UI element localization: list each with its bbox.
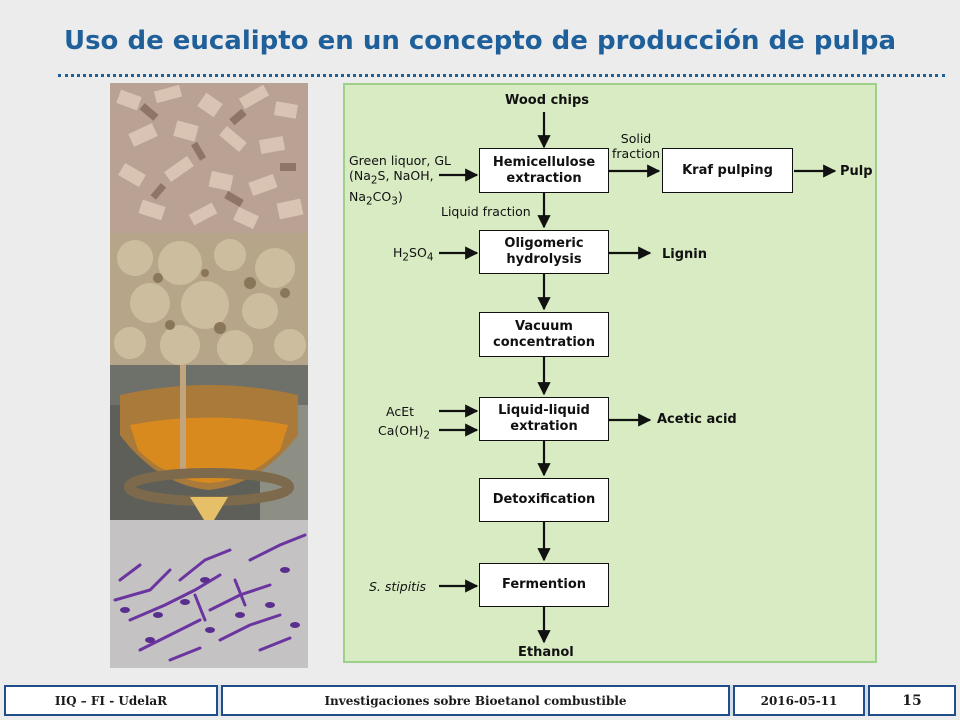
label-caoh2: Ca(OH)2 xyxy=(378,423,430,444)
hydrolysate-flask-photo xyxy=(110,365,308,520)
label-part: (Na xyxy=(349,168,371,183)
label-wood-chips: Wood chips xyxy=(505,93,590,108)
footer-org: IIQ – FI - UdelaR xyxy=(4,685,218,716)
box-line: extration xyxy=(510,419,578,434)
label-part: CO xyxy=(372,188,392,204)
box-line: Kraf pulping xyxy=(682,162,773,178)
label-solid-fraction: Solid fraction xyxy=(612,131,660,161)
slide-title: Uso de eucalipto en un concepto de produ… xyxy=(63,26,897,56)
label-h2so4: H2SO4 xyxy=(393,245,433,266)
label-part: Na xyxy=(349,188,367,204)
box-line: Hemicellulose xyxy=(492,154,596,170)
label-part: H xyxy=(393,245,403,260)
box-kraf-pulping: Kraf pulping xyxy=(662,148,793,193)
label-s-stipitis: S. stipitis xyxy=(369,579,427,594)
label-subscript: 4 xyxy=(426,251,434,264)
label-lignin: Lignin xyxy=(662,247,708,262)
label-line: fraction xyxy=(612,146,661,161)
label-subscript: 2 xyxy=(402,251,410,264)
box-line: Oligomeric xyxy=(504,236,584,251)
label-green-liquor: Green liquor, GL (Na2S, NaOH, Na2CO3) xyxy=(349,153,451,209)
label-pulp: Pulp xyxy=(840,164,873,179)
label-subscript: 2 xyxy=(370,174,378,187)
label-ethanol: Ethanol xyxy=(518,645,574,660)
label-line: Na2CO3) xyxy=(349,189,451,210)
box-line: extraction xyxy=(506,170,582,186)
wood-chips-photo xyxy=(110,83,308,233)
label-acetic-acid: Acetic acid xyxy=(657,412,737,427)
slide-footer: IIQ – FI - UdelaR Investigaciones sobre … xyxy=(4,685,956,716)
footer-date: 2016-05-11 xyxy=(733,685,865,716)
label-line: Solid xyxy=(620,131,652,146)
box-detoxification: Detoxification xyxy=(479,478,609,522)
label-acet: AcEt xyxy=(386,404,415,419)
yeast-micrograph-photo xyxy=(110,520,308,668)
label-line: Green liquor, GL xyxy=(349,153,452,168)
label-part: S, NaOH, xyxy=(377,168,434,183)
label-part: SO xyxy=(409,245,427,260)
pulp-photo xyxy=(110,233,308,365)
label-liquid-fraction: Liquid fraction xyxy=(441,204,531,219)
box-line: concentration xyxy=(493,334,595,350)
title-divider xyxy=(58,74,945,77)
box-line: Detoxification xyxy=(492,492,596,507)
label-line: (Na2S, NaOH, xyxy=(349,168,451,189)
label-subscript: 2 xyxy=(366,195,373,207)
label-subscript: 3 xyxy=(391,195,398,207)
box-line: Liquid-liquid xyxy=(498,403,590,418)
box-fermention: Fermention xyxy=(479,563,609,607)
box-line: Vacuum xyxy=(515,318,573,334)
box-line: Fermention xyxy=(501,577,587,592)
label-part: ) xyxy=(397,188,403,204)
label-part: Ca(OH) xyxy=(378,423,424,438)
footer-page-number: 15 xyxy=(868,685,956,716)
footer-topic: Investigaciones sobre Bioetanol combusti… xyxy=(221,685,730,716)
box-line: hydrolysis xyxy=(506,252,582,267)
label-subscript: 2 xyxy=(423,429,431,442)
